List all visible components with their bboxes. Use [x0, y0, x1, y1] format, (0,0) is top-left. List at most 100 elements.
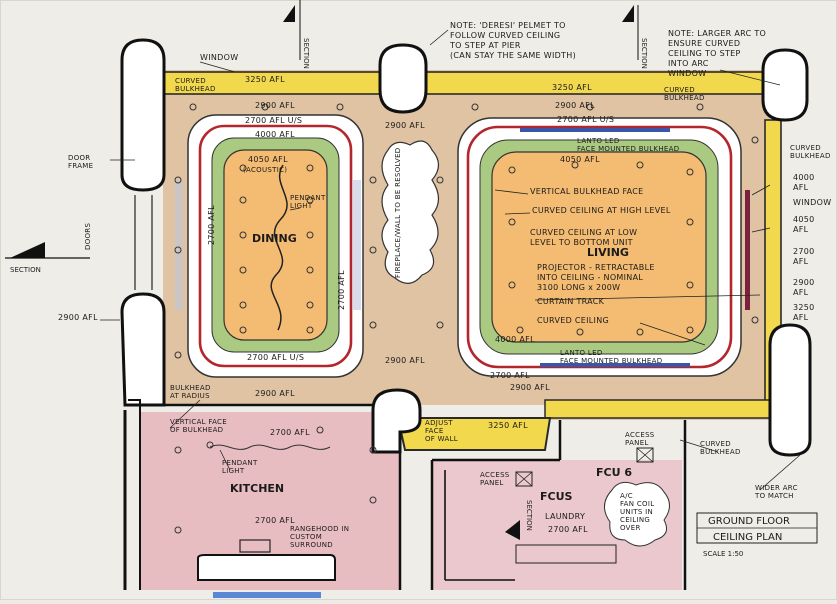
level-2700-left-vertical: 2700 AFL	[207, 205, 216, 245]
curtain-track	[745, 190, 750, 310]
svg-text:PENDANT: PENDANT	[290, 194, 326, 202]
room-label-fcus: FCUS	[540, 490, 573, 503]
svg-text:LIGHT: LIGHT	[222, 467, 245, 475]
svg-text:DOOR: DOOR	[68, 154, 90, 162]
svg-text:SURROUND: SURROUND	[290, 541, 333, 549]
level-2900-mid: 2900 AFL	[385, 121, 425, 130]
level-3250-top2: 3250 AFL	[552, 83, 592, 92]
svg-text:LANTO LED: LANTO LED	[577, 137, 620, 145]
svg-text:BULKHEAD: BULKHEAD	[170, 384, 211, 392]
pier-top-right	[761, 48, 809, 122]
pier-right-bottom	[768, 323, 812, 457]
svg-text:RANGEHOOD IN: RANGEHOOD IN	[290, 525, 349, 533]
svg-text:BULKHEAD: BULKHEAD	[175, 85, 216, 93]
svg-text:FAN COIL: FAN COIL	[620, 500, 654, 508]
drawing-scale: SCALE 1:50	[703, 550, 743, 558]
svg-text:A/C: A/C	[620, 492, 633, 500]
svg-text:LIGHT: LIGHT	[290, 202, 313, 210]
level-2900-top-left: 2900 AFL	[255, 101, 295, 110]
window-label: WINDOW	[200, 53, 238, 62]
level-2700-laundry: 2700 AFL	[548, 525, 588, 534]
rangehood	[239, 539, 271, 553]
level-2700-kitchen: 2700 AFL	[270, 428, 310, 437]
led-strip-top	[520, 128, 670, 132]
svg-text:AT RADIUS: AT RADIUS	[170, 392, 210, 400]
svg-text:BULKHEAD: BULKHEAD	[664, 94, 705, 102]
svg-text:SECTION: SECTION	[302, 38, 310, 69]
svg-text:3100 LONG x 200W: 3100 LONG x 200W	[537, 283, 620, 292]
dining-ceiling-orange	[223, 149, 328, 341]
level-3250-bottom: 3250 AFL	[488, 421, 528, 430]
level-2700-kitchen2: 2700 AFL	[255, 516, 295, 525]
level-2900-bottom-right: 2900 AFL	[510, 383, 550, 392]
svg-text:LEVEL TO BOTTOM UNIT: LEVEL TO BOTTOM UNIT	[530, 238, 633, 247]
room-label-laundry: LAUNDRY	[545, 512, 585, 521]
level-2700-bottom-right: 2700 AFL	[490, 371, 530, 380]
svg-text:WINDOW: WINDOW	[793, 198, 831, 207]
curved-bulkhead-bottom	[544, 399, 782, 419]
svg-text:FRAME: FRAME	[68, 162, 93, 170]
svg-text:CURVED CEILING: CURVED CEILING	[537, 316, 609, 325]
level-2900-left: 2900 AFL	[58, 313, 98, 322]
access-panel-2	[636, 447, 654, 463]
pier-bottom-center	[371, 388, 422, 454]
drawing-title-2: CEILING PLAN	[713, 532, 782, 543]
svg-text:CURVED: CURVED	[664, 86, 695, 94]
led-strip-bottom	[540, 363, 690, 367]
svg-text:UNITS IN: UNITS IN	[620, 508, 653, 516]
section-marker-top-right: SECTION	[622, 5, 648, 69]
svg-text:CURVED: CURVED	[175, 77, 206, 85]
living-ceiling-orange	[491, 151, 707, 343]
kitchen-bench	[197, 554, 336, 581]
svg-text:BULKHEAD: BULKHEAD	[700, 448, 741, 456]
pendant-light-line	[270, 164, 288, 331]
svg-text:BULKHEAD: BULKHEAD	[790, 152, 831, 160]
svg-text:AFL: AFL	[793, 288, 809, 297]
level-2700-us-right: 2700 AFL U/S	[557, 115, 614, 124]
svg-text:OF WALL: OF WALL	[425, 435, 458, 443]
svg-text:FACE: FACE	[425, 427, 444, 435]
svg-text:CURVED CEILING AT HIGH LEVEL: CURVED CEILING AT HIGH LEVEL	[532, 206, 671, 215]
svg-text:4000: 4000	[793, 173, 815, 182]
kitchen-ceiling-area	[140, 412, 400, 590]
room-label-dining: DINING	[252, 232, 297, 245]
level-4050-left: 4050 AFL	[248, 155, 288, 164]
svg-text:2700: 2700	[793, 247, 815, 256]
note-top-right-1: NOTE: LARGER ARC TO	[668, 29, 766, 38]
svg-text:SECTION: SECTION	[640, 38, 648, 69]
level-2700-bottom: 2700 AFL U/S	[247, 353, 304, 362]
pier-top-center	[378, 43, 428, 114]
note-top-right-2: ENSURE CURVED	[668, 39, 740, 48]
note-top-center-4: (CAN STAY THE SAME WIDTH)	[450, 51, 576, 60]
note-top-right-4: INTO ARC	[668, 59, 709, 68]
room-label-fcu6: FCU 6	[596, 466, 632, 479]
svg-text:2900: 2900	[793, 278, 815, 287]
pier-left-bottom	[120, 292, 166, 407]
bulkhead-pier-yellow	[396, 417, 552, 451]
access-panel-1	[515, 471, 533, 487]
svg-text:FACE MOUNTED BULKHEAD: FACE MOUNTED BULKHEAD	[560, 357, 662, 365]
room-label-kitchen: KITCHEN	[230, 482, 284, 495]
svg-text:FACE MOUNTED BULKHEAD: FACE MOUNTED BULKHEAD	[577, 145, 679, 153]
svg-text:AFL: AFL	[793, 225, 809, 234]
section-marker-bottom: SECTION	[505, 500, 533, 540]
fireplace-cloud	[381, 140, 440, 284]
level-2700-center-vertical: 2700 AFL	[337, 270, 346, 310]
doors-label: DOORS	[84, 223, 92, 250]
level-2700-us-left: 2700 AFL U/S	[245, 116, 302, 125]
svg-text:SECTION: SECTION	[10, 266, 41, 274]
note-top-center-1: NOTE: 'DERESI' PELMET TO	[450, 21, 566, 30]
svg-text:ADJUST: ADJUST	[425, 419, 453, 427]
svg-text:VERTICAL FACE: VERTICAL FACE	[170, 418, 227, 426]
svg-text:LANTO LED: LANTO LED	[560, 349, 603, 357]
svg-text:PENDANT: PENDANT	[222, 459, 258, 467]
svg-text:INTO CEILING - NOMINAL: INTO CEILING - NOMINAL	[537, 273, 643, 282]
svg-text:PANEL: PANEL	[480, 479, 504, 487]
drawing-title-1: GROUND FLOOR	[708, 516, 790, 527]
svg-text:AFL: AFL	[793, 257, 809, 266]
downlights	[174, 103, 759, 534]
leader-lines	[100, 29, 801, 491]
svg-text:CURVED CEILING AT LOW: CURVED CEILING AT LOW	[530, 228, 637, 237]
svg-text:ACCESS: ACCESS	[480, 471, 510, 479]
svg-text:OF BULKHEAD: OF BULKHEAD	[170, 426, 223, 434]
